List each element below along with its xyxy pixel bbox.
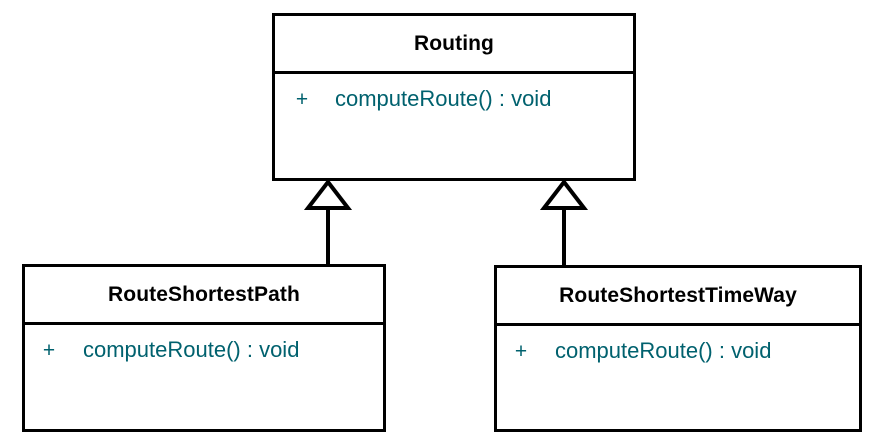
uml-operations-compartment-route-shortest-time-way: + computeRoute() : void	[497, 326, 859, 429]
uml-operation-signature: computeRoute() : void	[555, 338, 772, 363]
uml-class-route-shortest-path[interactable]: RouteShortestPath + computeRoute() : voi…	[22, 264, 386, 432]
uml-operation-row[interactable]: + computeRoute() : void	[509, 336, 859, 367]
uml-operation-row[interactable]: + computeRoute() : void	[289, 84, 633, 115]
uml-operation-signature: computeRoute() : void	[83, 337, 300, 362]
uml-visibility-marker: +	[514, 340, 528, 363]
uml-operations-compartment-route-shortest-path: + computeRoute() : void	[25, 325, 383, 429]
uml-operation-signature: computeRoute() : void	[335, 86, 552, 111]
uml-operation-row[interactable]: + computeRoute() : void	[37, 335, 383, 366]
uml-visibility-marker: +	[295, 88, 309, 111]
hollow-triangle-arrowhead-icon	[303, 178, 353, 210]
uml-class-route-shortest-time-way[interactable]: RouteShortestTimeWay + computeRoute() : …	[494, 265, 862, 432]
uml-operations-compartment-routing: + computeRoute() : void	[275, 74, 633, 178]
hollow-triangle-arrowhead-icon	[539, 178, 589, 210]
generalization-connector-route-shortest-time-way-to-routing[interactable]	[526, 178, 606, 270]
uml-class-name-routing: Routing	[275, 16, 633, 74]
uml-class-name-route-shortest-time-way: RouteShortestTimeWay	[497, 268, 859, 326]
uml-class-routing[interactable]: Routing + computeRoute() : void	[272, 13, 636, 181]
uml-class-name-route-shortest-path: RouteShortestPath	[25, 267, 383, 325]
uml-visibility-marker: +	[42, 339, 56, 362]
generalization-connector-route-shortest-path-to-routing[interactable]	[290, 178, 370, 270]
